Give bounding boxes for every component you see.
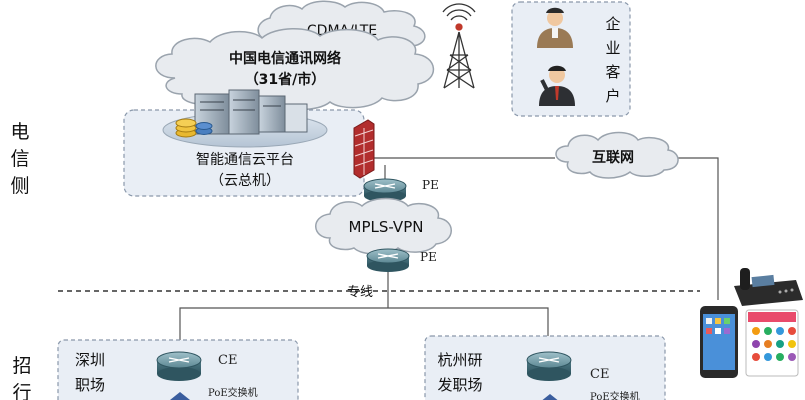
- telecom-network-title: 中国电信通讯网络: [229, 50, 341, 67]
- poe-label-shenzhen: PoE交换机: [208, 386, 258, 399]
- shenzhen-title: 深圳: [75, 351, 105, 369]
- telecom-side-char-3: 侧: [10, 175, 29, 197]
- ce-router-hangzhou-icon: [526, 351, 572, 381]
- internet-to-phone-line: [675, 157, 719, 300]
- telecom-network-subtitle: （31省/市）: [245, 71, 326, 88]
- ce-router-shenzhen-icon: [156, 351, 202, 381]
- internet-label: 互联网: [592, 150, 634, 166]
- enterprise-char-4: 户: [605, 87, 620, 105]
- firewall-icon: [353, 119, 375, 179]
- shenzhen-office-box: 深圳 职场 CE PoE交换机: [57, 339, 299, 400]
- mpls-vpn-label: MPLS-VPN: [349, 218, 424, 236]
- enterprise-customer-box: 企 业 客 户: [511, 1, 631, 117]
- platform-title: 智能通信云平台: [196, 152, 294, 168]
- cell-tower-icon: [442, 3, 476, 89]
- poe-label-hangzhou: PoE交换机: [590, 390, 640, 400]
- mpls-vpn-cloud: MPLS-VPN: [315, 197, 452, 255]
- telecom-network-cloud: 中国电信通讯网络 （31省/市）: [155, 28, 435, 111]
- pe-label-top: PE: [422, 178, 439, 192]
- platform-subtitle: （云总机）: [210, 173, 280, 189]
- enterprise-char-2: 业: [605, 39, 620, 57]
- enterprise-char-1: 企: [605, 15, 620, 33]
- pe-label-bottom: PE: [420, 250, 437, 264]
- businessman-icon: [539, 65, 575, 106]
- bank-side-char-1: 招: [12, 355, 31, 377]
- ce-label-shenzhen: CE: [218, 353, 237, 368]
- internet-cloud: 互联网: [555, 131, 679, 179]
- mobile-app-screen-icon: [745, 309, 799, 377]
- database-coins-icon: [175, 118, 213, 138]
- poe-switch-hangzhou-icon: [542, 394, 558, 400]
- person-on-phone-icon: [537, 7, 573, 48]
- telecom-side-label: 电 信 侧: [10, 121, 29, 197]
- cloud-platform-box: 智能通信云平台 （云总机）: [123, 89, 365, 197]
- shenzhen-subtitle: 职场: [75, 376, 105, 394]
- hangzhou-title: 杭州研: [437, 351, 482, 369]
- dedicated-line-label: 专线: [347, 285, 373, 300]
- smartphone-icon: [700, 306, 738, 378]
- hangzhou-subtitle: 发职场: [437, 376, 482, 394]
- bank-side-label: 招 行: [12, 355, 31, 400]
- bank-side-char-2: 行: [12, 382, 31, 400]
- ip-desk-phone-icon: [734, 268, 803, 306]
- ce-label-hangzhou: CE: [590, 367, 609, 382]
- enterprise-char-3: 客: [605, 63, 620, 81]
- dedicated-line-branch: [179, 307, 549, 348]
- telecom-side-char-2: 信: [10, 148, 29, 170]
- poe-switch-shenzhen-icon: [170, 392, 190, 400]
- hangzhou-office-box: 杭州研 发职场 CE PoE交换机: [424, 335, 666, 400]
- telecom-side-char-1: 电: [10, 121, 29, 143]
- connection-lines: [179, 157, 719, 348]
- pe-router-bottom-icon: [366, 248, 410, 272]
